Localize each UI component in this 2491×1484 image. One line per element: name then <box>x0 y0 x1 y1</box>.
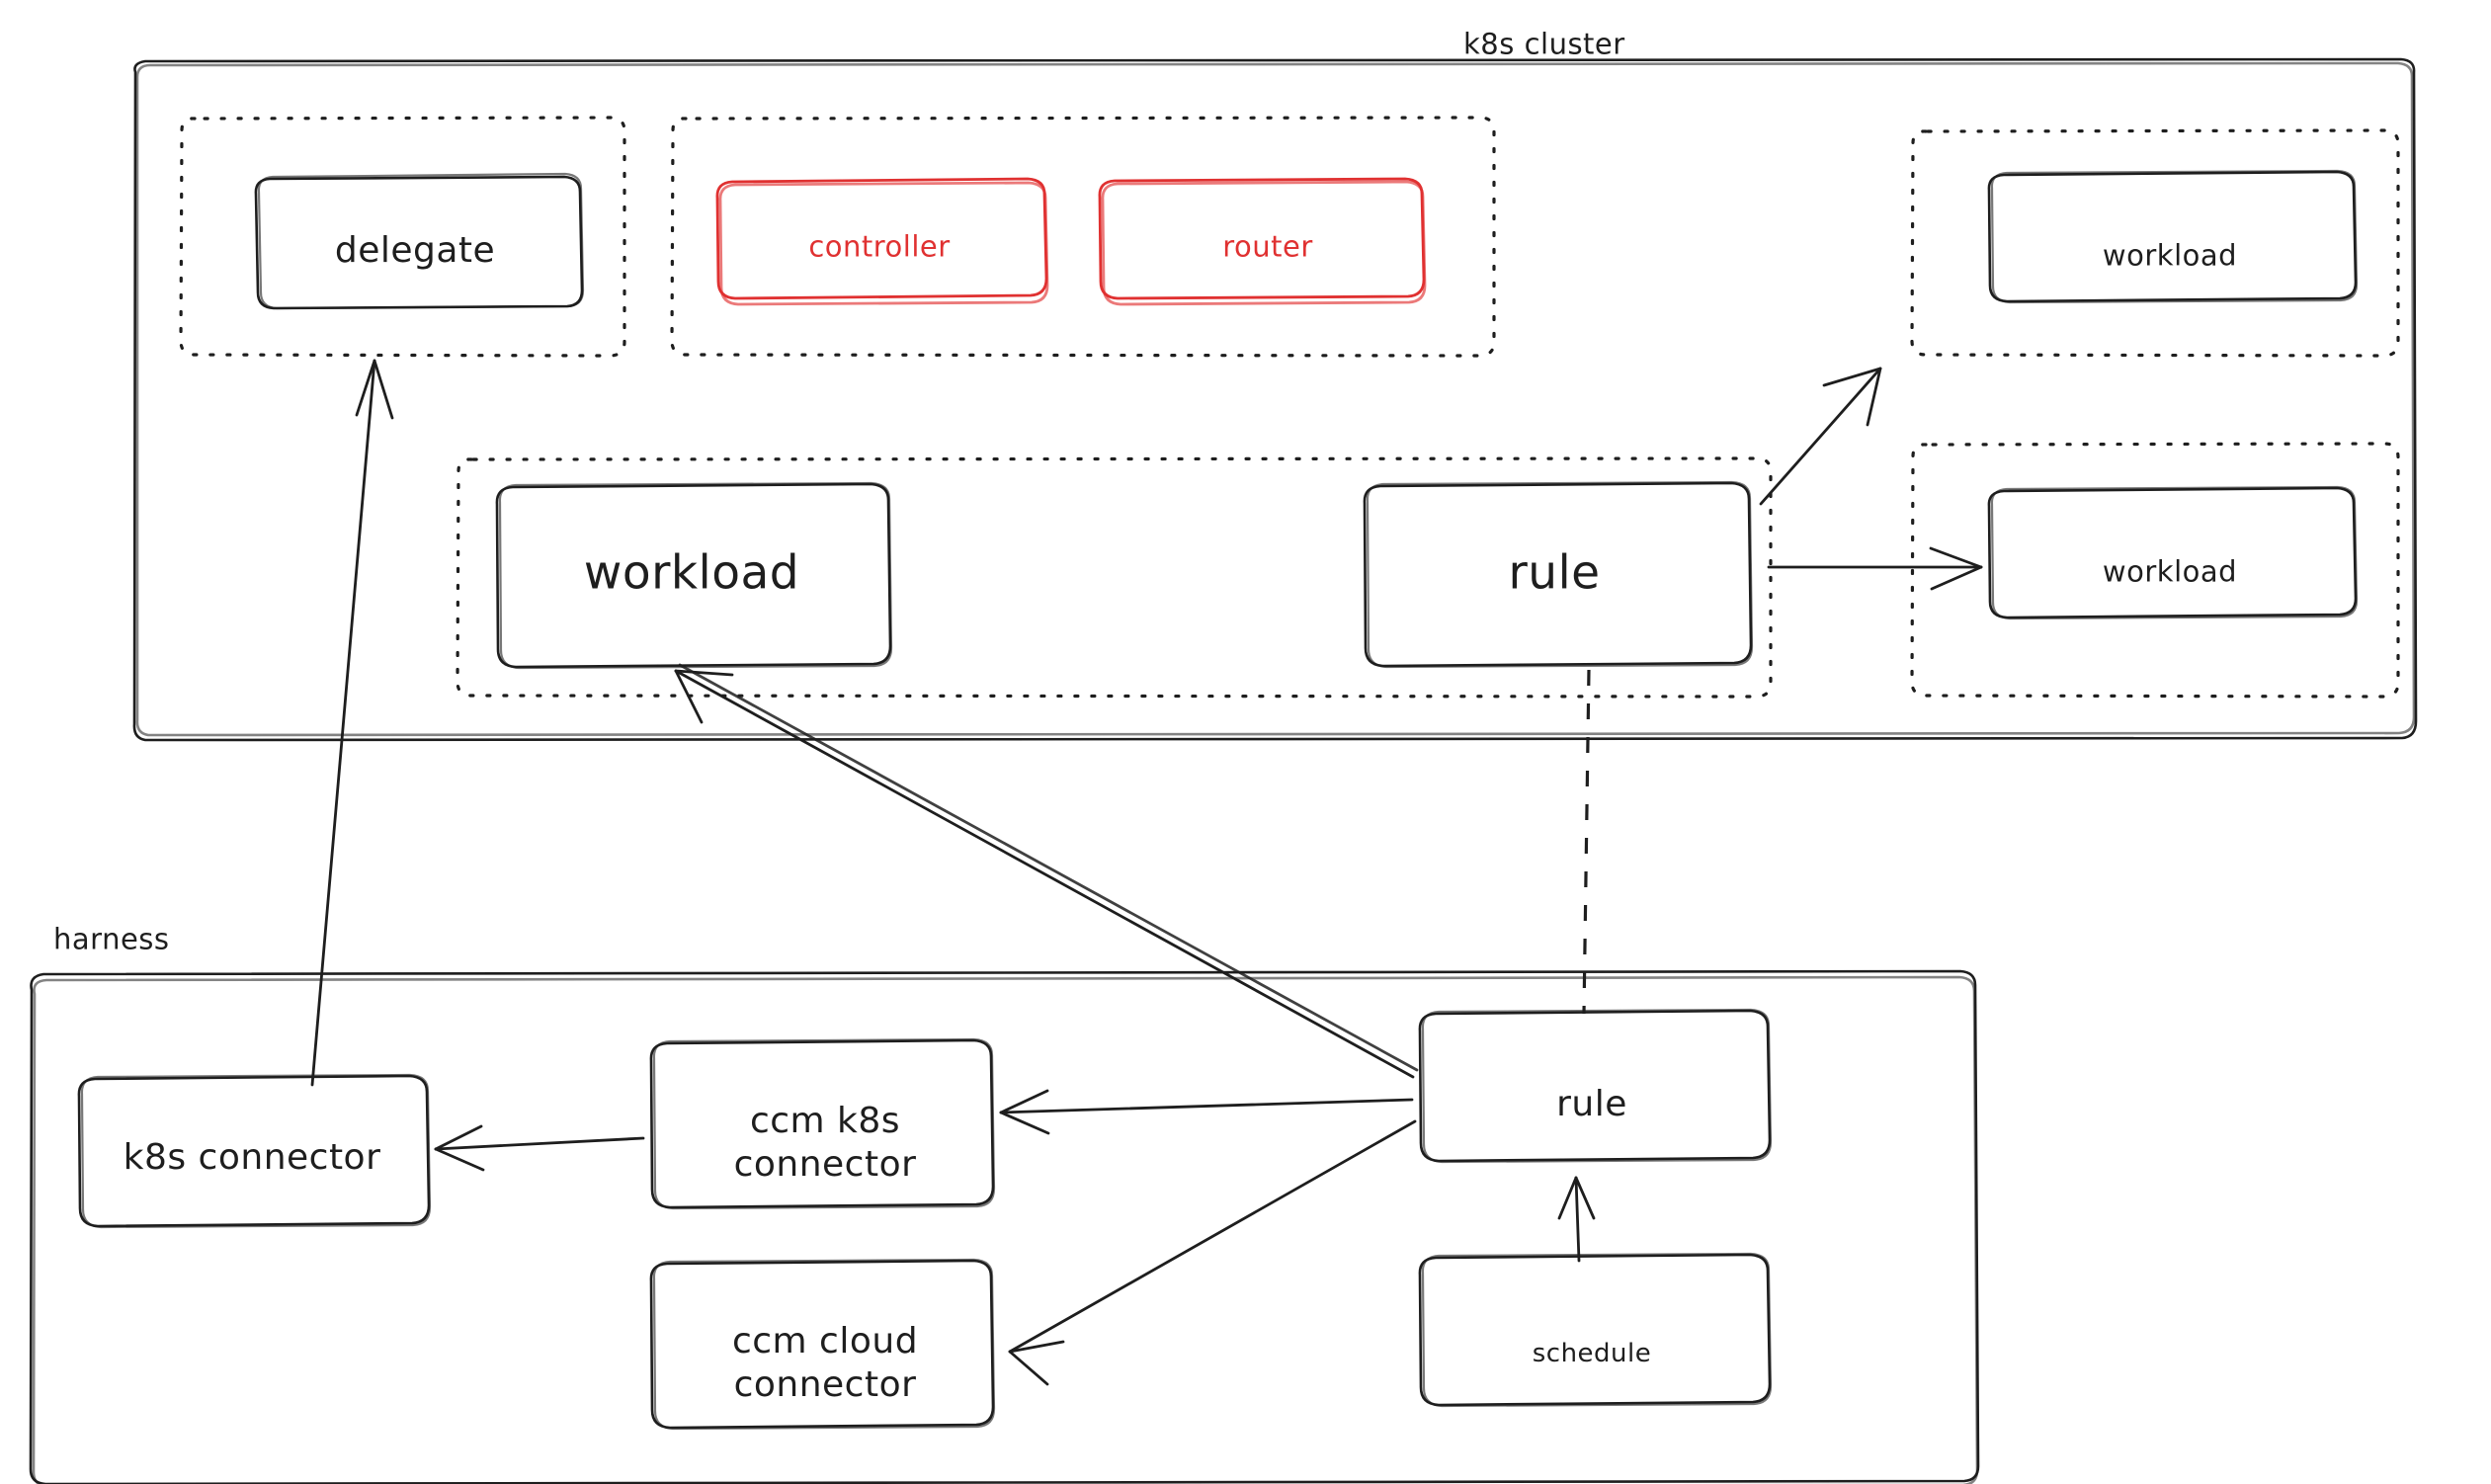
subgroup-workload-center-namespace <box>456 456 1773 699</box>
edge-k8s-connector-to-delegate <box>310 359 394 1087</box>
edge-rule-to-workload-center <box>674 663 1419 1079</box>
node-router[interactable] <box>1098 177 1427 306</box>
edge-rule-to-ccm-cloud-connector <box>1008 1119 1417 1386</box>
edge-rule-to-ccm-k8s-connector <box>999 1089 1414 1135</box>
subgroup-workload-top-right-namespace <box>1910 128 2400 358</box>
node-ccm-cloud-connector[interactable] <box>649 1258 996 1431</box>
node-rule-harness[interactable] <box>1418 1008 1773 1164</box>
group-harness <box>29 969 1980 1484</box>
node-workload-top-right[interactable] <box>1987 169 2359 304</box>
subgroup-workload-bottom-right-namespace <box>1910 442 2400 699</box>
edge-ccm-k8s-to-k8s-connector <box>434 1124 645 1172</box>
subgroup-delegate-namespace <box>179 116 626 358</box>
subgroup-controller-namespace <box>670 116 1496 358</box>
node-ccm-k8s-connector[interactable] <box>649 1037 996 1210</box>
edge-rule-cluster-to-rule-harness-dashed <box>1582 669 1591 1015</box>
node-workload-center[interactable] <box>495 481 893 670</box>
edge-rule-cluster-to-workload-bottom-right <box>1767 546 1983 591</box>
node-delegate[interactable] <box>254 172 585 310</box>
group-k8s-cluster <box>132 57 2418 742</box>
node-schedule[interactable] <box>1418 1252 1773 1408</box>
node-controller[interactable] <box>715 177 1049 306</box>
node-workload-bottom-right[interactable] <box>1987 485 2359 620</box>
node-rule-cluster[interactable] <box>1363 480 1754 669</box>
edge-schedule-to-rule <box>1557 1176 1596 1263</box>
node-k8s-connector[interactable] <box>77 1073 432 1229</box>
edge-rule-cluster-to-workload-top-right <box>1759 367 1882 506</box>
